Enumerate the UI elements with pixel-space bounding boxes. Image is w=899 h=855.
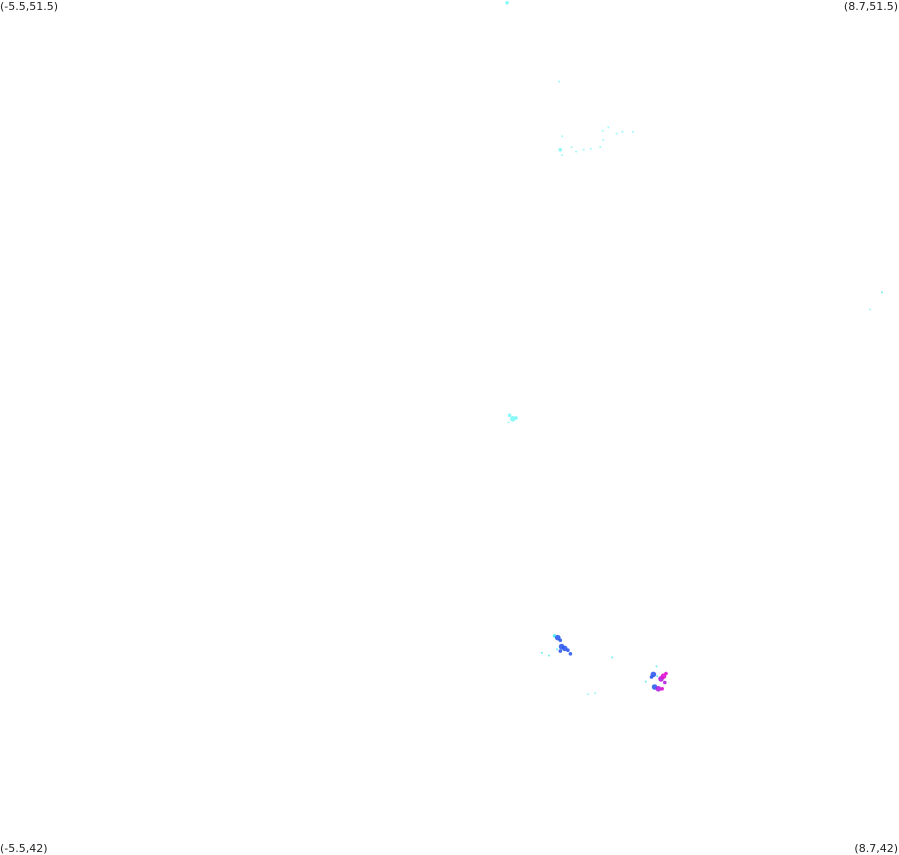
- data-point-45: [660, 687, 664, 691]
- data-point-41: [664, 671, 668, 676]
- data-point-32: [556, 648, 559, 651]
- data-point-42: [663, 680, 667, 685]
- data-point-14: [589, 147, 592, 150]
- data-point-22: [587, 693, 590, 696]
- data-point-44: [655, 686, 662, 692]
- data-point-12: [561, 154, 564, 157]
- data-point-21: [507, 421, 510, 424]
- data-point-24: [611, 656, 614, 659]
- data-point-37: [649, 675, 654, 679]
- data-point-3: [621, 130, 624, 133]
- corner-label-top-right: (8.7,51.5): [843, 0, 898, 13]
- data-point-46: [655, 665, 658, 668]
- data-point-33: [568, 652, 573, 656]
- data-point-15: [582, 148, 585, 151]
- corner-label-bottom-left: (-5.5,42): [0, 842, 48, 855]
- corner-label-top-left: (-5.5,51.5): [0, 0, 59, 13]
- data-point-4: [601, 129, 604, 132]
- data-point-30: [566, 648, 570, 652]
- data-point-19: [510, 416, 516, 422]
- data-point-1: [558, 80, 560, 83]
- data-point-10: [575, 150, 578, 153]
- corner-label-bottom-right: (8.7,42): [854, 842, 898, 855]
- data-point-7: [602, 138, 605, 141]
- data-point-34: [540, 651, 543, 654]
- data-point-6: [607, 126, 610, 129]
- data-point-29: [561, 645, 568, 652]
- data-point-13: [599, 146, 602, 149]
- data-point-38: [656, 675, 659, 678]
- data-points-layer: [505, 0, 883, 696]
- data-point-11: [558, 148, 563, 152]
- data-point-20: [514, 416, 518, 420]
- data-point-27: [558, 638, 563, 643]
- data-point-35: [547, 654, 550, 657]
- data-point-2: [615, 132, 618, 135]
- data-point-9: [570, 146, 573, 149]
- data-point-16: [880, 291, 883, 294]
- data-point-47: [644, 680, 647, 683]
- data-point-17: [868, 308, 871, 311]
- data-point-23: [594, 692, 597, 695]
- data-point-8: [561, 135, 564, 138]
- data-point-5: [632, 130, 635, 133]
- data-point-0: [505, 0, 509, 5]
- data-point-31: [558, 649, 563, 653]
- data-point-18: [507, 413, 512, 418]
